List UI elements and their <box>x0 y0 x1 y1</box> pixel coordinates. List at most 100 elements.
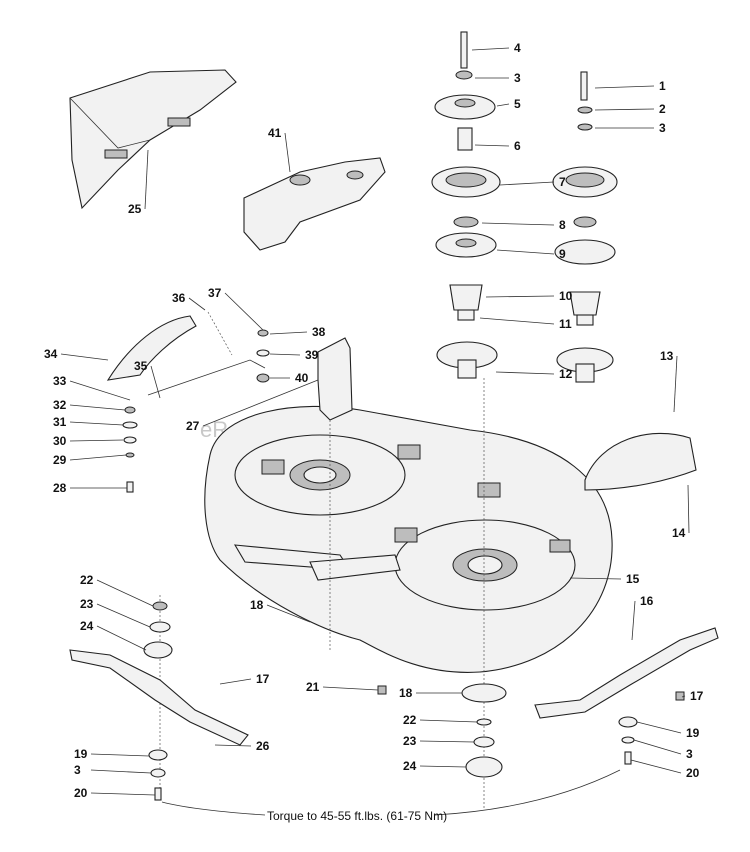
callout-c20a: 20 <box>74 786 88 800</box>
leader-line-c5 <box>496 103 510 107</box>
callout-c12: 12 <box>559 367 573 381</box>
leader-line-c27 <box>202 379 319 427</box>
leader-line-c9 <box>496 249 555 255</box>
leader-line-c18a <box>266 604 311 623</box>
leader-line-c37 <box>224 292 264 331</box>
leader-line-c24b <box>419 765 467 768</box>
leader-line-c32 <box>69 404 126 411</box>
leader-line-c35 <box>150 365 161 399</box>
leader-line-c24a <box>96 625 147 651</box>
callout-c5: 5 <box>514 97 521 111</box>
leader-line-c20a <box>90 792 156 796</box>
leader-line-c4 <box>471 47 510 51</box>
callout-c3b: 3 <box>514 71 521 85</box>
callout-c23b: 23 <box>403 734 417 748</box>
leader-line-c17a <box>219 678 252 685</box>
callout-c18a: 18 <box>250 598 264 612</box>
leader-line-c22a <box>96 579 154 607</box>
leader-line-c26 <box>214 744 252 747</box>
leader-line-c36 <box>188 297 206 311</box>
callout-c14: 14 <box>672 526 686 540</box>
spindle-stack-right <box>552 71 618 383</box>
blade-16 <box>534 627 719 719</box>
hardware-column-37-40 <box>256 329 270 383</box>
deflector-chute-25 <box>69 69 237 210</box>
callout-c16: 16 <box>640 594 654 608</box>
leader-line-c41 <box>284 132 291 173</box>
callout-c2: 2 <box>659 102 666 116</box>
torque-note: Torque to 45-55 ft.lbs. (61-75 Nm) <box>267 809 447 823</box>
leader-line-c20b <box>630 759 682 774</box>
callout-c39: 39 <box>305 348 319 362</box>
callout-c8: 8 <box>559 218 566 232</box>
callout-c35: 35 <box>134 359 148 373</box>
callout-c26: 26 <box>256 739 270 753</box>
leader-line-c25 <box>144 149 149 210</box>
callout-c24a: 24 <box>80 619 94 633</box>
leader-line-c31 <box>69 421 124 426</box>
callout-c28: 28 <box>53 481 67 495</box>
callout-c22b: 22 <box>403 713 417 727</box>
callout-c3d: 3 <box>686 747 693 761</box>
leader-line-c3c <box>90 769 152 774</box>
callout-c27: 27 <box>186 419 200 433</box>
callout-layer: 1233334567891011121314151617171818191920… <box>44 41 704 800</box>
callout-c41: 41 <box>268 126 282 140</box>
blade-26 <box>69 649 249 746</box>
callout-c38: 38 <box>312 325 326 339</box>
callout-c29: 29 <box>53 453 67 467</box>
callout-c33: 33 <box>53 374 67 388</box>
leader-line-c13 <box>673 355 678 413</box>
leader-line-c3d <box>633 739 682 755</box>
callout-c10: 10 <box>559 289 573 303</box>
leader-line-c8 <box>481 222 555 226</box>
leader-line-c34 <box>60 353 109 361</box>
leader-line-c10 <box>485 295 555 298</box>
callout-c11: 11 <box>559 317 572 331</box>
leader-line-c6 <box>474 144 510 147</box>
leader-line-c2 <box>594 108 655 111</box>
callout-c20b: 20 <box>686 766 700 780</box>
leader-line-c17b <box>681 695 686 698</box>
leader-line-c11 <box>479 317 555 325</box>
leader-line-c21 <box>322 686 379 691</box>
leader-line-c7 <box>499 181 555 186</box>
leader-line-c29 <box>69 454 127 461</box>
blade-assembly-middle <box>377 683 507 778</box>
callout-c34: 34 <box>44 347 58 361</box>
callout-c1: 1 <box>659 79 666 93</box>
blade-assembly-right <box>534 627 719 765</box>
callout-c21: 21 <box>306 680 320 694</box>
rod-36 <box>147 311 266 396</box>
callout-c37: 37 <box>208 286 222 300</box>
callout-c17a: 17 <box>256 672 270 686</box>
callout-c3a: 3 <box>659 121 666 135</box>
leader-line-c19b <box>636 721 682 734</box>
callout-c25: 25 <box>128 202 142 216</box>
leader-line-c16 <box>631 600 636 641</box>
callout-c3c: 3 <box>74 763 81 777</box>
leader-line-c19a <box>90 753 150 757</box>
callout-c15: 15 <box>626 572 640 586</box>
guard-34 <box>106 315 197 381</box>
leader-line-c23a <box>96 603 151 628</box>
leader-line-c33 <box>69 380 131 401</box>
callout-c17b: 17 <box>690 689 704 703</box>
callout-c7: 7 <box>559 175 566 189</box>
callout-c40: 40 <box>295 371 309 385</box>
callout-c13: 13 <box>660 349 674 363</box>
belt-cover-14 <box>584 432 697 491</box>
leader-line-c38 <box>269 331 308 335</box>
leader-line-c15 <box>569 577 622 580</box>
leader-line-c14 <box>687 484 690 534</box>
callout-c32: 32 <box>53 398 67 412</box>
callout-c36: 36 <box>172 291 186 305</box>
callout-c22a: 22 <box>80 573 94 587</box>
callout-c9: 9 <box>559 247 566 261</box>
callout-c19b: 19 <box>686 726 700 740</box>
callout-c23a: 23 <box>80 597 94 611</box>
leader-line-c39 <box>269 353 301 356</box>
callout-c6: 6 <box>514 139 521 153</box>
